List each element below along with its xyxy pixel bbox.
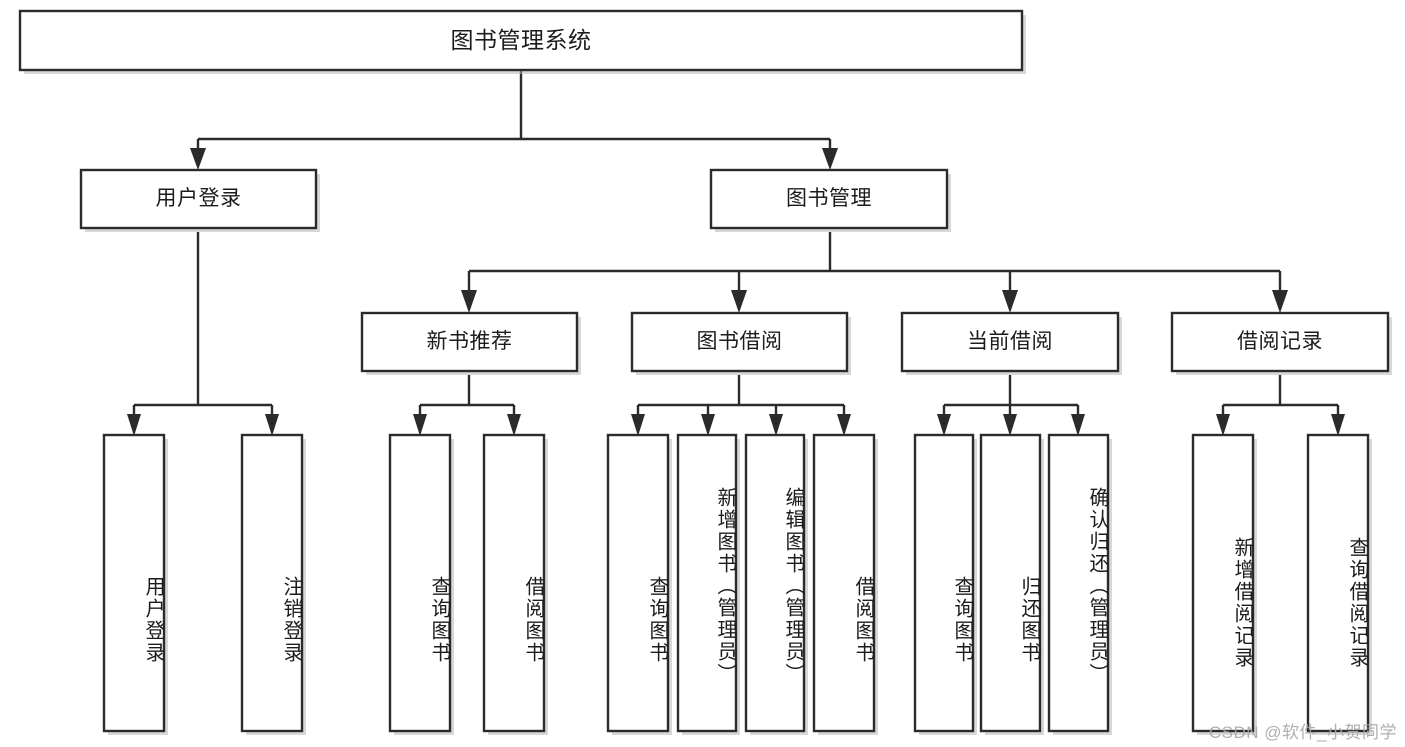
arrow-user-login <box>190 148 206 170</box>
book-manage-box[interactable] <box>709 168 949 230</box>
book-borrow-box[interactable] <box>630 311 849 373</box>
arrow-book-borrow <box>731 290 747 313</box>
leaf-borrow-book-1-box[interactable] <box>482 433 546 733</box>
arrow-leaf-borrow-book-1 <box>507 414 521 436</box>
arrow-leaf-user-logout <box>265 414 279 436</box>
leaf-user-login-box[interactable] <box>102 433 166 733</box>
arrow-leaf-query-record <box>1331 414 1345 436</box>
borrow-record-box[interactable] <box>1170 311 1390 373</box>
root-box[interactable] <box>18 9 1024 72</box>
arrow-leaf-add-record <box>1216 414 1230 436</box>
leaf-query-book-3-box[interactable] <box>913 433 975 733</box>
connector-layer <box>127 70 1345 436</box>
arrow-borrow-record <box>1272 290 1288 313</box>
leaf-query-record-box[interactable] <box>1306 433 1370 733</box>
node-box-layer <box>18 9 1392 735</box>
arrow-leaf-query-book-1 <box>413 414 427 436</box>
arrow-leaf-borrow-book-2 <box>837 414 851 436</box>
leaf-borrow-book-2-box[interactable] <box>812 433 876 733</box>
leaf-add-record-box[interactable] <box>1191 433 1255 733</box>
new-book-recommend-box[interactable] <box>360 311 579 373</box>
arrow-leaf-confirm-return <box>1071 414 1085 436</box>
arrow-leaf-return-book <box>1003 414 1017 436</box>
leaf-user-logout-box[interactable] <box>240 433 304 733</box>
arrow-leaf-add-book <box>701 414 715 436</box>
arrow-leaf-query-book-3 <box>937 414 951 436</box>
leaf-query-book-1-box[interactable] <box>388 433 452 733</box>
leaf-query-book-2-box[interactable] <box>606 433 670 733</box>
user-login-box[interactable] <box>79 168 318 230</box>
leaf-edit-book-box[interactable] <box>744 433 806 733</box>
leaf-add-book-box[interactable] <box>676 433 738 733</box>
leaf-return-book-box[interactable] <box>979 433 1042 733</box>
arrow-book-manage <box>822 148 838 170</box>
arrow-leaf-user-login <box>127 414 141 436</box>
arrow-current-borrow <box>1002 290 1018 313</box>
current-borrow-box[interactable] <box>900 311 1120 373</box>
arrow-new-book-recommend <box>461 290 477 313</box>
csdn-watermark: CSDN @软件_小贺同学 <box>1208 723 1397 742</box>
arrow-leaf-query-book-2 <box>631 414 645 436</box>
leaf-confirm-return-box[interactable] <box>1047 433 1110 733</box>
arrow-leaf-edit-book <box>769 414 783 436</box>
